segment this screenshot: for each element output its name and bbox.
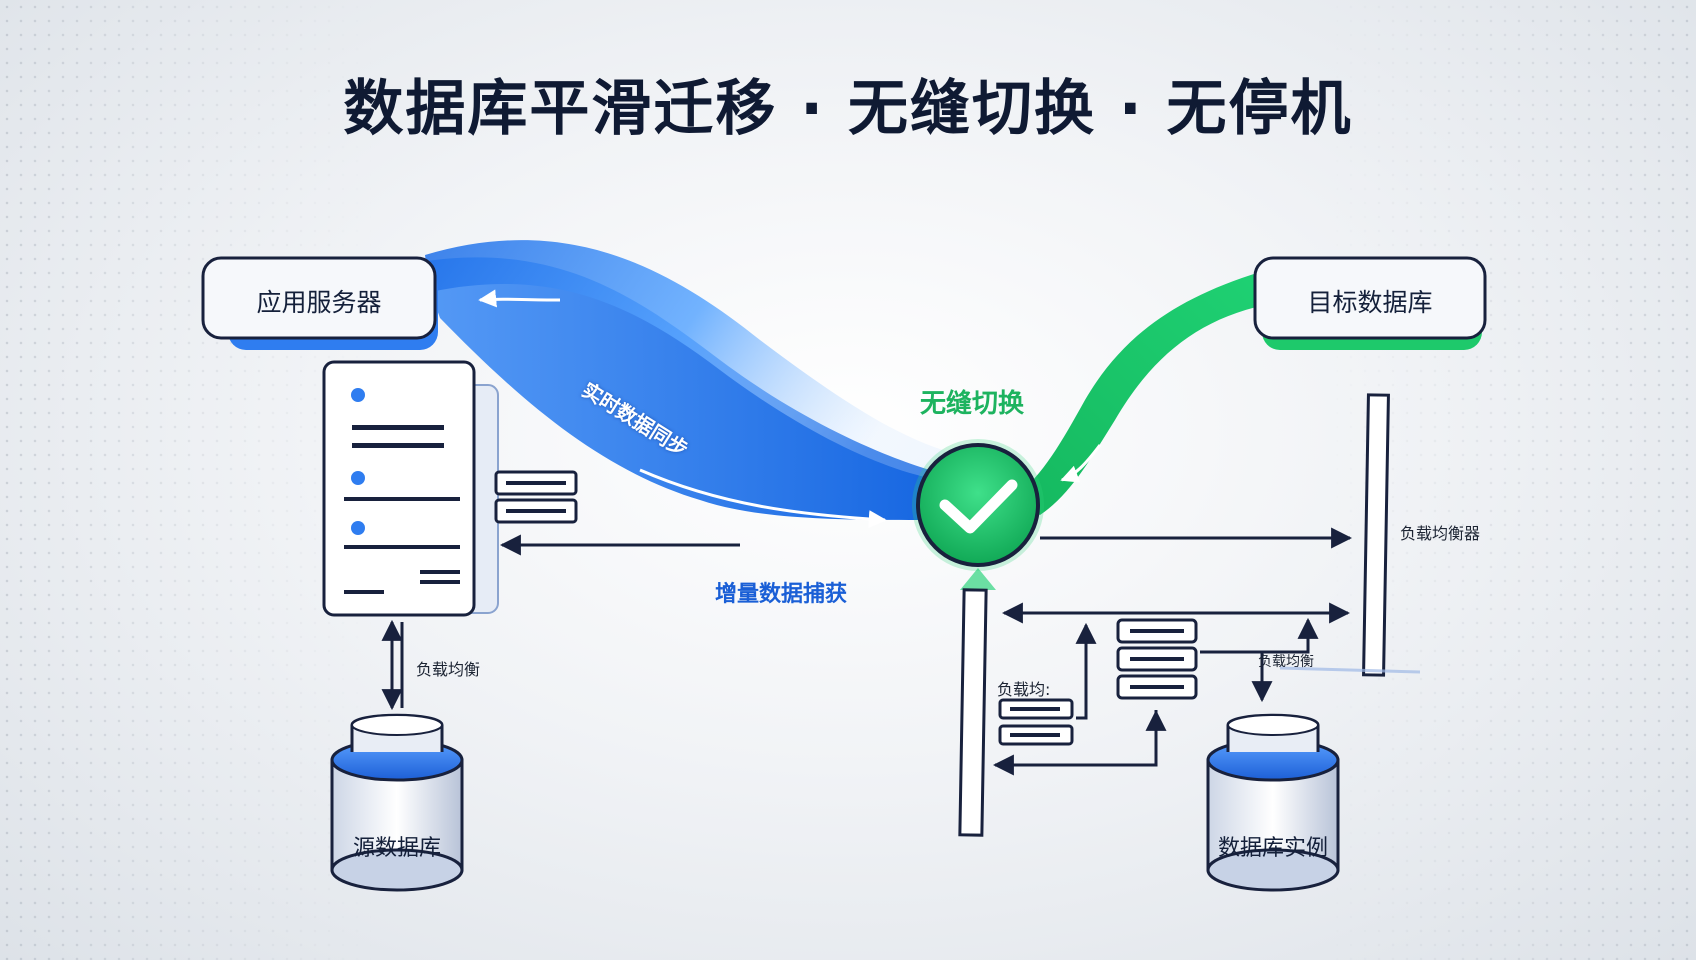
mid-server-stack	[1116, 618, 1198, 700]
server-rack-icon	[322, 360, 499, 617]
target-db-box	[1253, 256, 1487, 350]
app-server-label: 应用服务器	[256, 288, 382, 317]
server-db-link-arrow	[381, 619, 404, 711]
db-instance-cylinder	[1206, 713, 1340, 892]
load-balance-right-label: 负载均衡	[1258, 654, 1314, 670]
seamless-switch-label: 无缝切换	[920, 389, 1025, 419]
mid-packet-stack	[998, 698, 1074, 746]
page-title: 数据库平滑迁移 · 无缝切换 · 无停机	[343, 74, 1353, 144]
target-db-label: 目标数据库	[1307, 288, 1433, 317]
seamless-switch-flow	[1010, 272, 1265, 515]
app-server-box	[201, 256, 438, 350]
source-db-cylinder	[330, 713, 464, 892]
mid-connectors	[992, 617, 1319, 776]
incremental-capture-label: 增量数据捕获	[715, 582, 848, 607]
check-circle-icon	[912, 439, 1044, 571]
realtime-sync-flow	[420, 240, 960, 529]
load-balancer-label: 负载均衡器	[1400, 524, 1481, 543]
switch-pillar	[958, 568, 996, 837]
load-balance-left-label: 负载均衡	[416, 660, 481, 679]
db-instance-label: 数据库实例	[1217, 836, 1328, 861]
load-balancer-bar	[1279, 393, 1421, 677]
source-db-label: 源数据库	[352, 836, 441, 861]
data-packet-icon	[494, 470, 578, 524]
load-balance-mid-label: 负载均:	[997, 680, 1051, 699]
